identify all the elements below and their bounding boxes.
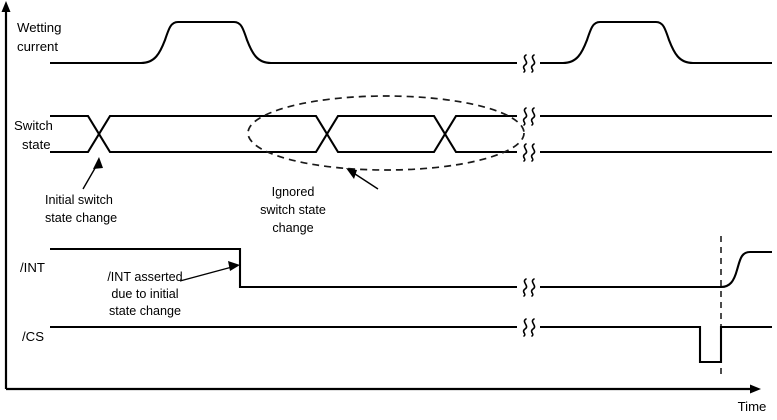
- cs-signal: [50, 318, 772, 364]
- ignored-switch-text-line3: change: [272, 221, 313, 235]
- annotation-ignored-switch-state-change: Ignored switch state change: [260, 185, 326, 235]
- time-axis-label: Time: [738, 399, 767, 414]
- ignored-region-ellipse: [247, 95, 525, 171]
- switch-state-label-line2: state: [22, 137, 51, 152]
- cs-break-mark: [522, 318, 536, 337]
- signal-labels: Wetting current Switch state /INT /CS: [14, 20, 61, 344]
- ignored-switch-leader-arrowhead: [346, 168, 357, 179]
- wetting-current-signal: [50, 20, 772, 73]
- switch-state-trace-a: [50, 114, 517, 154]
- int-asserted-leader-arrowhead: [228, 261, 240, 271]
- switch-state-break-mark-upper: [522, 107, 536, 126]
- switch-state-signal: [50, 95, 772, 171]
- initial-switch-text-line1: Initial switch: [45, 193, 113, 207]
- annotation-initial-switch-state-change: Initial switch state change: [45, 193, 117, 225]
- int-asserted-text-line1: /INT asserted: [107, 270, 182, 284]
- annotation-leaders: [82, 157, 379, 282]
- int-waveform-right: [540, 250, 772, 289]
- amplitude-axis-arrowhead: [1, 1, 11, 12]
- axes-group: [1, 1, 761, 394]
- switch-state-break-mark-lower: [522, 143, 536, 162]
- wetting-current-label-line1: Wetting: [17, 20, 61, 35]
- wetting-current-break-mark: [522, 54, 536, 73]
- ignored-switch-text-line1: Ignored: [272, 185, 315, 199]
- int-waveform-left: [50, 247, 517, 289]
- int-signal: [50, 247, 772, 297]
- int-break-mark: [522, 278, 536, 297]
- ignored-switch-text-line2: switch state: [260, 203, 326, 217]
- switch-state-label-line1: Switch: [14, 118, 53, 133]
- int-label: /INT: [20, 260, 45, 275]
- annotation-int-asserted: /INT asserted due to initial state chang…: [107, 270, 182, 318]
- switch-state-trace-b: [50, 114, 517, 154]
- cs-waveform-right: [540, 325, 772, 364]
- int-asserted-leader: [179, 266, 233, 282]
- cs-label: /CS: [22, 329, 44, 344]
- int-asserted-text-line2: due to initial: [111, 287, 178, 301]
- int-asserted-text-line3: state change: [109, 304, 181, 318]
- ignored-switch-leader: [351, 171, 379, 190]
- wetting-current-label-line2: current: [17, 39, 58, 54]
- initial-switch-text-line2: state change: [45, 211, 117, 225]
- wetting-current-waveform: [50, 20, 772, 65]
- initial-switch-leader-arrowhead: [93, 157, 103, 169]
- time-axis-arrowhead: [750, 384, 761, 394]
